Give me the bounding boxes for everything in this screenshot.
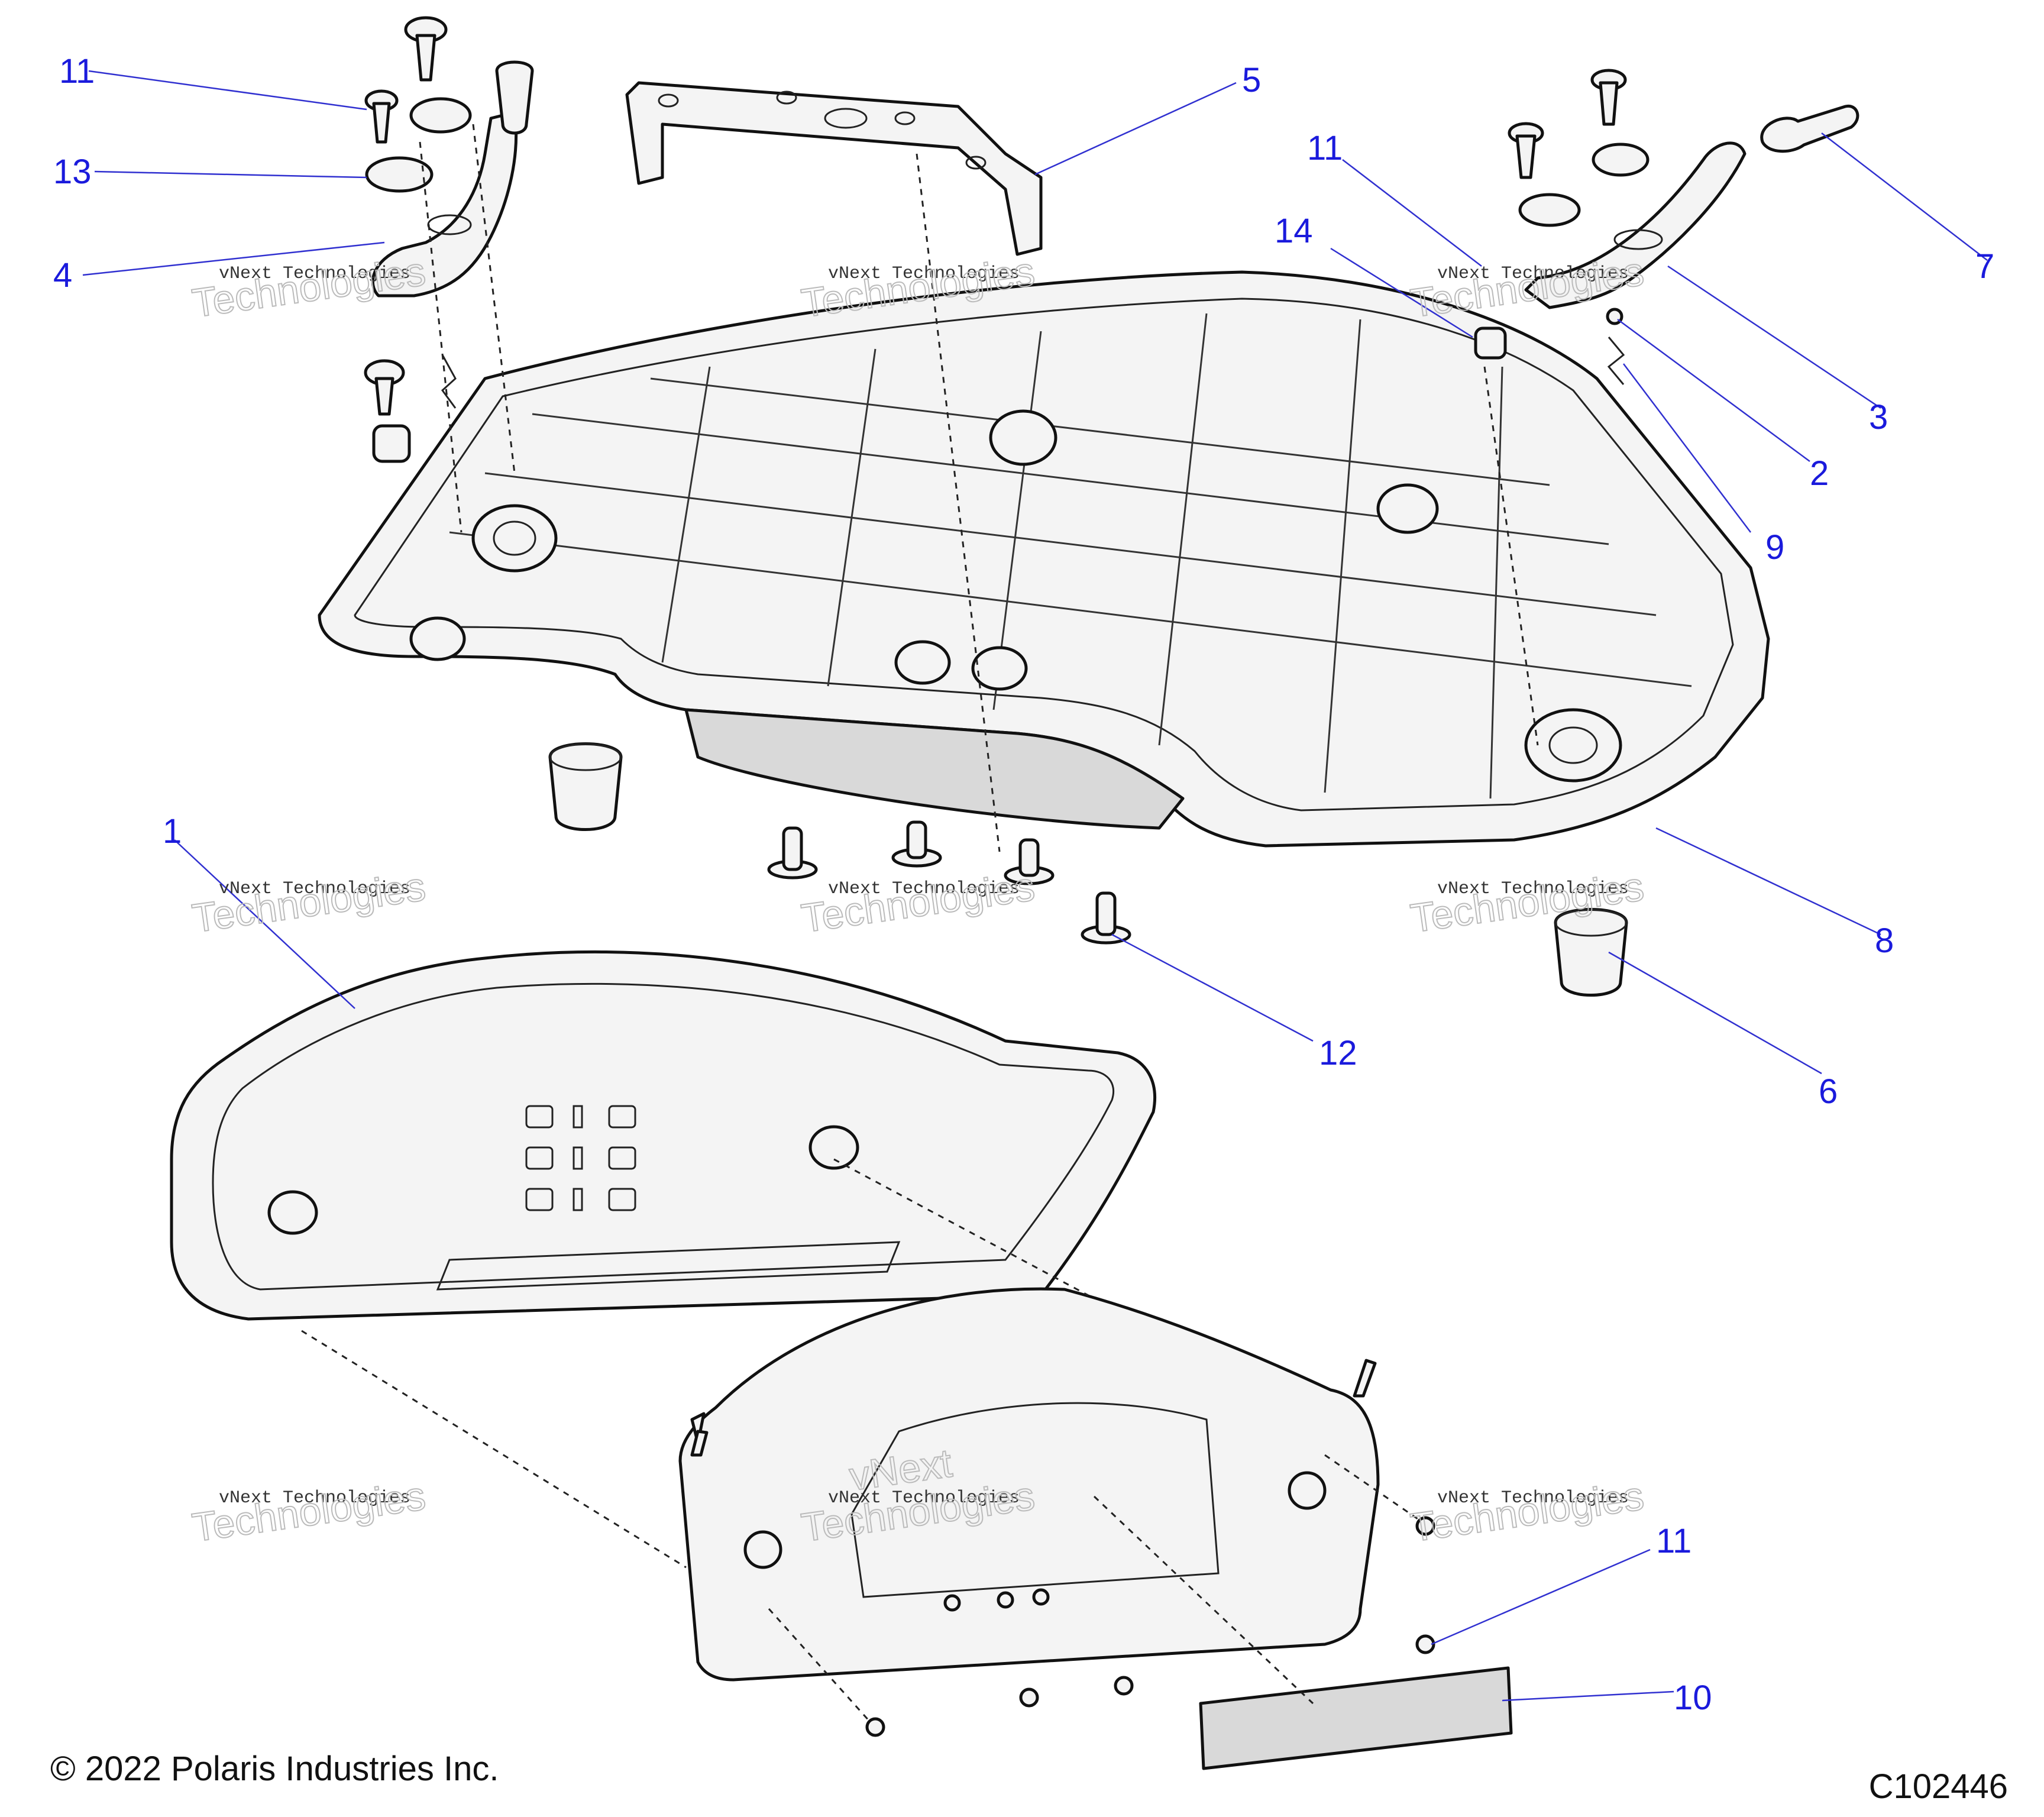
svg-text:Technologies: Technologies <box>798 864 1037 942</box>
watermark: vNext Technologies Technologies <box>1407 1473 1647 1551</box>
callout-labels: 11 13 4 5 11 14 7 3 2 9 8 6 12 1 11 10 <box>53 52 1994 1717</box>
svg-text:Technologies: Technologies <box>1408 1473 1647 1551</box>
svg-text:vNext Technologies: vNext Technologies <box>219 879 410 899</box>
callout-12: 12 <box>1319 1034 1357 1072</box>
instrument-cluster <box>678 1287 1435 1737</box>
mount-pins <box>767 820 1131 945</box>
grommets <box>548 742 1628 997</box>
callout-2: 2 <box>1810 454 1829 493</box>
callout-10: 10 <box>1674 1679 1712 1717</box>
copyright-notice: © 2022 Polaris Industries Inc. <box>50 1750 499 1788</box>
alignment-lines <box>301 124 1539 1722</box>
callout-13: 13 <box>53 153 92 191</box>
svg-text:vNext Technologies: vNext Technologies <box>1437 1488 1629 1508</box>
svg-text:vNext Technologies: vNext Technologies <box>1437 264 1629 284</box>
watermark: vNext Technologies Technologies <box>189 1473 429 1551</box>
svg-text:vNext Technologies: vNext Technologies <box>219 264 410 284</box>
callout-11-right: 11 <box>1307 129 1343 167</box>
callout-14: 14 <box>1275 212 1313 250</box>
callout-6: 6 <box>1819 1072 1838 1111</box>
left-mount-arm <box>364 16 534 463</box>
cross-bracket <box>625 81 1043 256</box>
svg-text:vNext Technologies: vNext Technologies <box>828 1488 1020 1508</box>
callout-11-bottom: 11 <box>1656 1522 1692 1560</box>
instrument-tray <box>318 270 1770 848</box>
svg-text:Technologies: Technologies <box>189 249 428 326</box>
svg-text:vNext Technologies: vNext Technologies <box>828 264 1020 284</box>
svg-text:vNext Technologies: vNext Technologies <box>828 879 1020 899</box>
watermark: vNext Technologies Technologies <box>189 248 429 327</box>
figure-id: C102446 <box>1869 1767 2008 1806</box>
housing-cover <box>170 950 1156 1321</box>
leader-lines <box>82 70 1988 1702</box>
callout-3: 3 <box>1869 398 1888 437</box>
callout-1: 1 <box>163 812 182 851</box>
watermark: vNext Technologies Technologies <box>189 864 429 942</box>
callout-5: 5 <box>1242 61 1261 99</box>
label-plate <box>1199 1666 1513 1770</box>
svg-text:Technologies: Technologies <box>189 1473 428 1551</box>
callout-7: 7 <box>1975 247 1994 286</box>
callout-11-left: 11 <box>59 52 95 90</box>
svg-text:vNext Technologies: vNext Technologies <box>219 1488 410 1508</box>
callout-8: 8 <box>1875 922 1894 960</box>
svg-text:vNext Technologies: vNext Technologies <box>1437 879 1629 899</box>
callout-9: 9 <box>1765 528 1784 567</box>
right-mount-arm <box>1474 69 1859 385</box>
svg-text:Technologies: Technologies <box>189 864 428 942</box>
callout-4: 4 <box>53 256 72 295</box>
watermark: vNext Technologies Technologies <box>798 864 1038 942</box>
